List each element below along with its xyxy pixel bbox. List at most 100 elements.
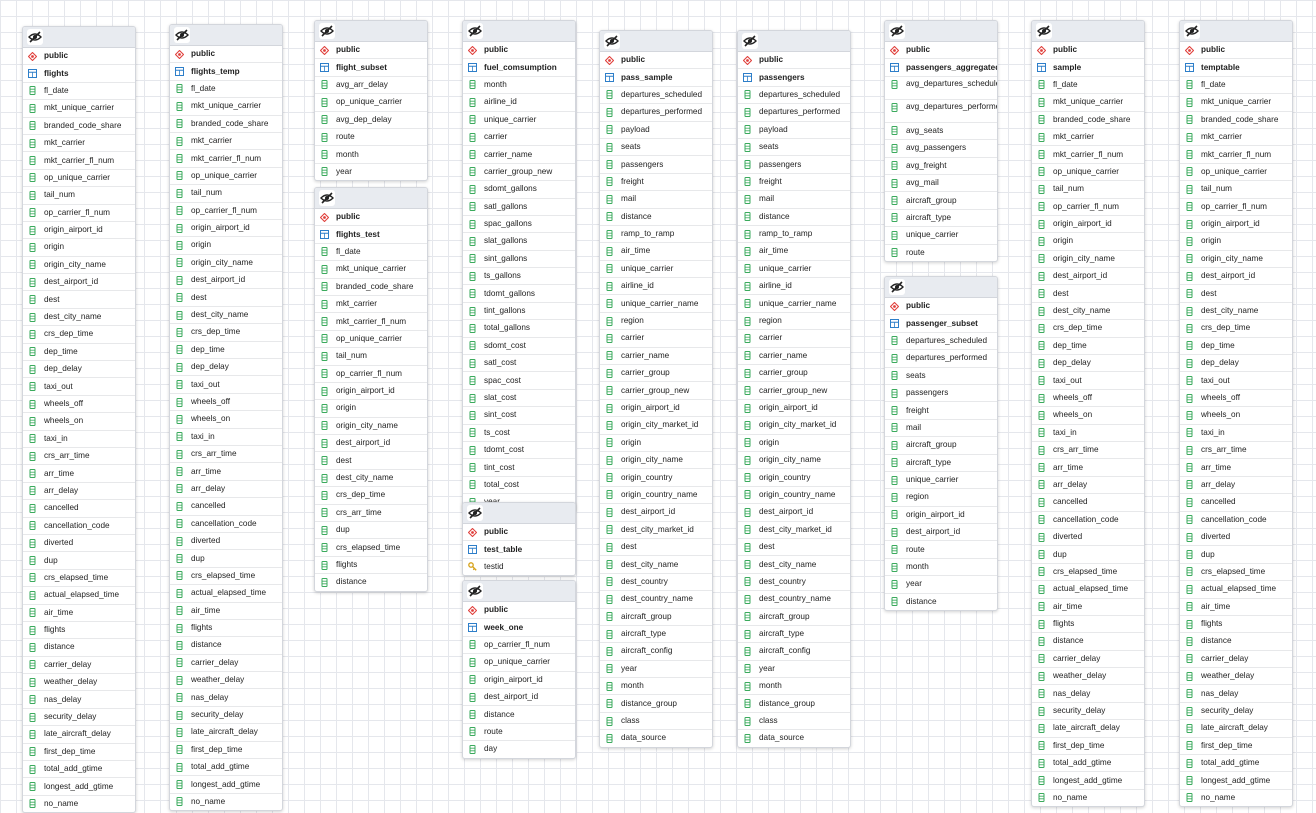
- column-row[interactable]: sdomt_cost: [463, 338, 575, 356]
- column-row[interactable]: diverted: [170, 533, 282, 551]
- column-row[interactable]: mkt_carrier_fl_num: [1032, 146, 1144, 164]
- column-row[interactable]: no_name: [23, 796, 135, 812]
- table-card-header[interactable]: [23, 27, 135, 48]
- column-row[interactable]: mkt_carrier: [315, 296, 427, 314]
- column-row[interactable]: security_delay: [170, 707, 282, 725]
- column-row[interactable]: tint_cost: [463, 459, 575, 477]
- table-card-header[interactable]: [600, 31, 712, 52]
- column-row[interactable]: crs_arr_time: [170, 446, 282, 464]
- column-row[interactable]: mkt_carrier_fl_num: [1180, 146, 1292, 164]
- table-name-row[interactable]: sample: [1032, 59, 1144, 77]
- column-row[interactable]: carrier_name: [738, 348, 850, 366]
- column-row[interactable]: fl_date: [1180, 77, 1292, 95]
- column-row[interactable]: aircraft_group: [738, 609, 850, 626]
- table-name-row[interactable]: fuel_comsumption: [463, 59, 575, 77]
- column-row[interactable]: diverted: [1180, 529, 1292, 547]
- column-row[interactable]: tail_num: [1180, 181, 1292, 199]
- column-row[interactable]: actual_elapsed_time: [1032, 581, 1144, 599]
- column-row[interactable]: airline_id: [738, 278, 850, 296]
- column-row[interactable]: air_time: [1032, 599, 1144, 616]
- column-row[interactable]: wheels_on: [23, 413, 135, 431]
- column-row[interactable]: distance: [738, 209, 850, 226]
- column-row[interactable]: satl_cost: [463, 355, 575, 373]
- column-row[interactable]: dest_city_name: [1032, 303, 1144, 321]
- column-row[interactable]: crs_elapsed_time: [23, 570, 135, 588]
- eye-slash-icon[interactable]: [742, 33, 758, 49]
- column-row[interactable]: air_time: [170, 603, 282, 620]
- column-row[interactable]: nas_delay: [1032, 685, 1144, 703]
- table-card-header[interactable]: [1180, 21, 1292, 42]
- table-card-header[interactable]: [170, 25, 282, 46]
- column-row[interactable]: mail: [738, 191, 850, 209]
- column-row[interactable]: origin_city_name: [170, 255, 282, 273]
- column-row[interactable]: crs_elapsed_time: [315, 539, 427, 557]
- column-row[interactable]: cancellation_code: [1032, 512, 1144, 529]
- column-row[interactable]: nas_delay: [1180, 685, 1292, 703]
- column-row[interactable]: airline_id: [463, 94, 575, 112]
- column-row[interactable]: slat_cost: [463, 390, 575, 408]
- eye-slash-icon[interactable]: [467, 505, 483, 521]
- column-row[interactable]: wheels_on: [170, 411, 282, 429]
- column-row[interactable]: dest_airport_id: [23, 274, 135, 292]
- column-row[interactable]: avg_arr_delay: [315, 77, 427, 95]
- column-row[interactable]: mkt_unique_carrier: [1180, 94, 1292, 112]
- column-row[interactable]: first_dep_time: [1032, 738, 1144, 756]
- column-row[interactable]: aircraft_config: [738, 643, 850, 661]
- column-row[interactable]: no_name: [1032, 790, 1144, 806]
- column-row[interactable]: crs_dep_time: [315, 487, 427, 505]
- column-row[interactable]: mail: [885, 420, 997, 438]
- column-row[interactable]: op_unique_carrier: [315, 331, 427, 349]
- column-row[interactable]: op_unique_carrier: [315, 94, 427, 112]
- column-row[interactable]: diverted: [1032, 529, 1144, 547]
- column-row[interactable]: month: [885, 559, 997, 577]
- column-row[interactable]: carrier_delay: [23, 657, 135, 675]
- column-row[interactable]: unique_carrier: [463, 112, 575, 129]
- column-row[interactable]: wheels_on: [1180, 407, 1292, 425]
- column-row[interactable]: dest_airport_id: [463, 689, 575, 707]
- column-row[interactable]: dest: [1180, 285, 1292, 303]
- column-row[interactable]: nas_delay: [23, 691, 135, 709]
- column-row[interactable]: freight: [600, 174, 712, 192]
- column-row[interactable]: dest_city_name: [23, 309, 135, 327]
- column-row[interactable]: fl_date: [315, 244, 427, 262]
- column-row[interactable]: weather_delay: [1032, 668, 1144, 686]
- column-row[interactable]: wheels_off: [170, 394, 282, 412]
- column-row[interactable]: origin_city_market_id: [738, 417, 850, 435]
- column-row[interactable]: actual_elapsed_time: [23, 587, 135, 605]
- column-row[interactable]: origin_city_name: [738, 452, 850, 470]
- table-name-row[interactable]: temptable: [1180, 59, 1292, 77]
- column-row[interactable]: first_dep_time: [170, 742, 282, 760]
- column-row[interactable]: aircraft_type: [600, 626, 712, 644]
- column-row[interactable]: total_add_gtime: [1180, 755, 1292, 773]
- column-row[interactable]: distance_group: [738, 695, 850, 713]
- column-row[interactable]: carrier_name: [463, 146, 575, 164]
- column-row[interactable]: fl_date: [170, 81, 282, 99]
- column-row[interactable]: branded_code_share: [23, 118, 135, 135]
- column-row[interactable]: air_time: [1180, 599, 1292, 616]
- column-row[interactable]: arr_time: [1180, 459, 1292, 477]
- column-row[interactable]: cancelled: [170, 498, 282, 516]
- column-row[interactable]: day: [463, 741, 575, 757]
- column-row[interactable]: wheels_off: [23, 396, 135, 414]
- column-row[interactable]: crs_elapsed_time: [170, 568, 282, 586]
- column-row[interactable]: crs_elapsed_time: [1032, 564, 1144, 582]
- column-row[interactable]: departures_scheduled: [600, 87, 712, 105]
- column-row[interactable]: mkt_unique_carrier: [1032, 94, 1144, 112]
- column-row[interactable]: avg_dep_delay: [315, 112, 427, 129]
- column-row[interactable]: unique_carrier_name: [738, 295, 850, 313]
- column-row[interactable]: late_aircraft_delay: [1180, 720, 1292, 738]
- column-row[interactable]: crs_arr_time: [1032, 442, 1144, 460]
- column-row[interactable]: wheels_on: [1032, 407, 1144, 425]
- column-row[interactable]: mkt_carrier: [170, 133, 282, 151]
- column-row[interactable]: mkt_carrier_fl_num: [23, 152, 135, 170]
- column-row[interactable]: carrier_group: [600, 365, 712, 383]
- column-row[interactable]: passengers: [885, 385, 997, 403]
- column-row[interactable]: sint_gallons: [463, 251, 575, 269]
- column-row[interactable]: region: [600, 313, 712, 331]
- column-row[interactable]: op_carrier_fl_num: [1180, 199, 1292, 216]
- table-name-row[interactable]: flights_temp: [170, 63, 282, 81]
- column-row[interactable]: data_source: [600, 730, 712, 746]
